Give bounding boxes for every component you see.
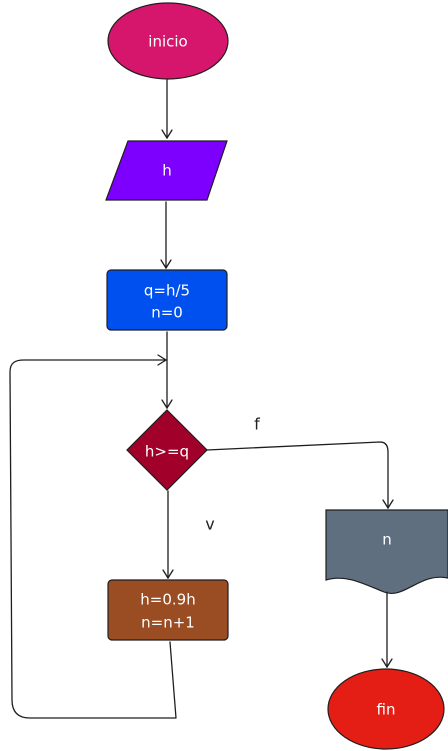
connector-decision-update [162, 490, 174, 580]
decision-label: h>=q [145, 443, 189, 461]
decision-node[interactable]: h>=q [126, 409, 208, 491]
connector-loop-back [9, 354, 177, 719]
connector-process-decision [161, 331, 173, 410]
input-shape [106, 141, 227, 200]
start-node[interactable]: inicio [107, 2, 229, 80]
connector-output-end [381, 591, 393, 669]
process-init-node[interactable]: q=h/5 n=0 [106, 269, 228, 331]
connector-input-process [160, 201, 172, 270]
start-shape [108, 3, 228, 79]
process-init-line1: q=h/5 [144, 282, 190, 300]
input-node[interactable]: h [105, 140, 228, 201]
output-shape [326, 510, 448, 594]
process-update-shape [108, 580, 228, 640]
end-node[interactable]: fin [327, 668, 445, 750]
start-label: inicio [148, 33, 187, 51]
end-label: fin [377, 701, 396, 719]
process-init-line2: n=0 [151, 304, 183, 322]
process-update-node[interactable]: h=0.9h n=n+1 [107, 579, 229, 641]
output-node[interactable]: n [325, 509, 448, 594]
process-init-shape [107, 270, 227, 330]
end-shape [328, 669, 444, 749]
input-label: h [162, 162, 172, 180]
connector-start-input [161, 79, 173, 140]
output-label: n [382, 531, 392, 549]
edge-label-false: f [254, 415, 260, 434]
process-update-line2: n=n+1 [141, 614, 195, 632]
connector-decision-output [206, 441, 394, 510]
edge-label-true: v [205, 515, 214, 534]
process-update-line1: h=0.9h [140, 591, 195, 609]
